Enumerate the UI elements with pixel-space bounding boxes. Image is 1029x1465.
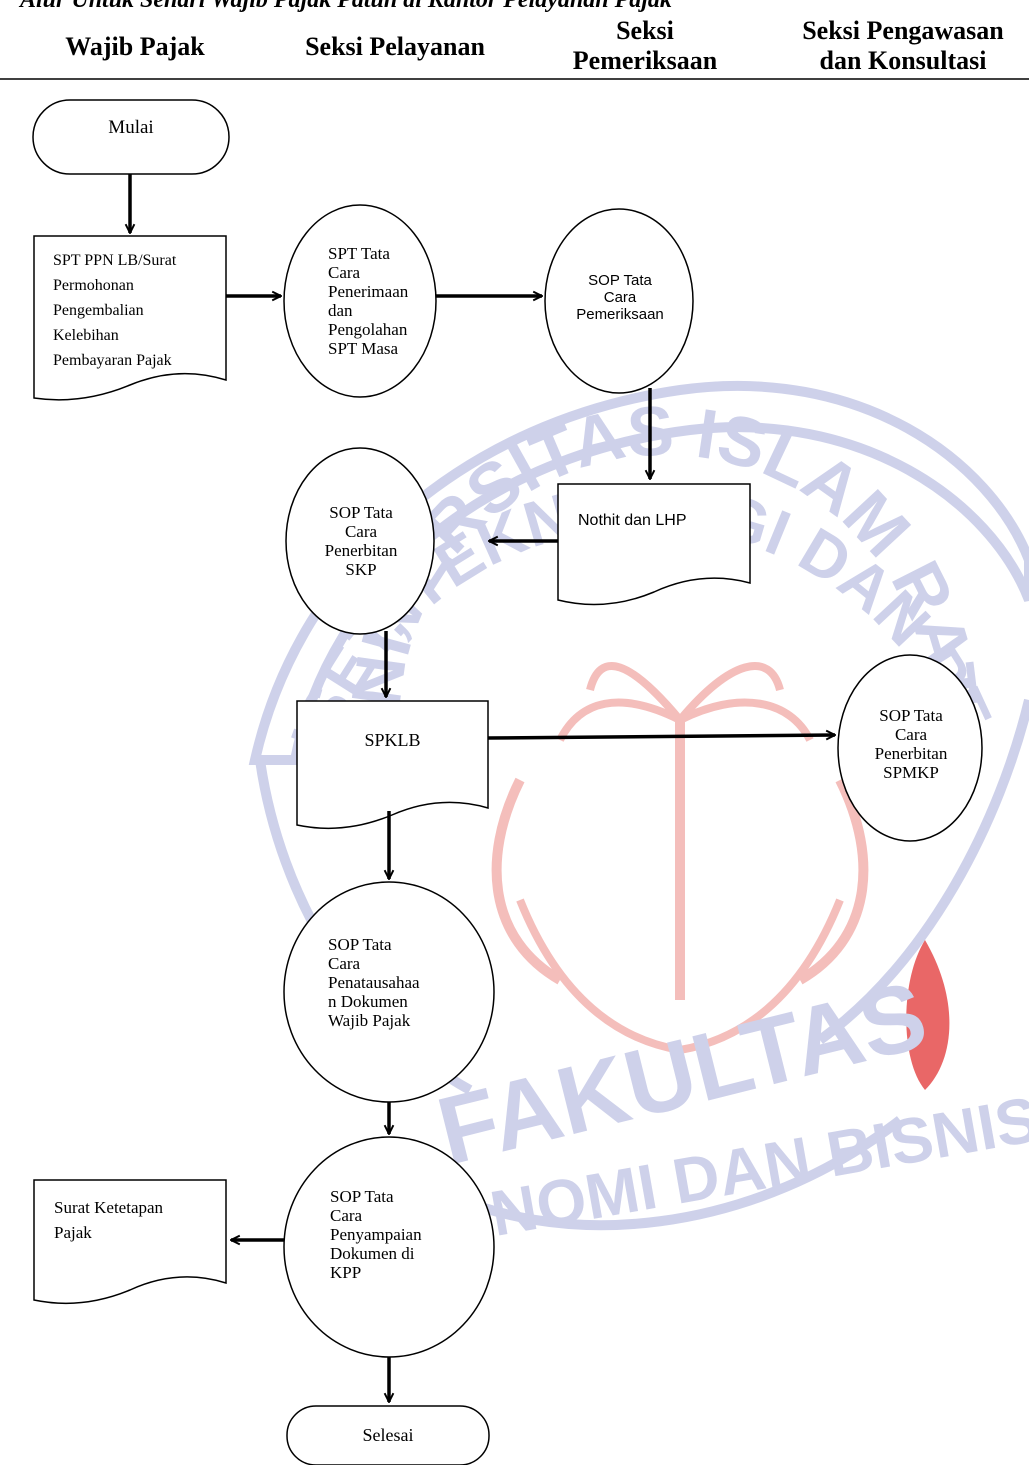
sop-pemeriksaan-label: SOP Tata Cara Pemeriksaan (576, 272, 664, 323)
document-surat-ketetapan (33, 1179, 227, 1305)
palm-tree-emblem (491, 662, 869, 1055)
sop-skp-label: SOP Tata Cara Penerbitan SKP (324, 503, 398, 579)
spt-ppn-label: SPT PPN LB/Surat Permohonan Pengembalian… (53, 252, 177, 369)
circle-sop-skp (285, 447, 435, 635)
spklb-label: SPKLB (364, 730, 421, 750)
university-seal-watermark: KEMENTERIAN RISET, TEKNOLOGI DAN PENDIDI… (0, 0, 1029, 1274)
document-spklb (296, 700, 489, 830)
sop-penatausahaan-label: SOP Tata Cara Penatausahaa n Dokumen Waj… (328, 935, 420, 1030)
circle-sop-spmkp (837, 654, 983, 842)
brand-red-flame-icon (906, 940, 950, 1090)
circle-spt-tata-cara (283, 204, 437, 398)
sop-penyampaian-label: SOP Tata Cara Penyampaian Dokumen di KPP (330, 1187, 422, 1282)
lane-header-wajib-pajak: Wajib Pajak (65, 32, 205, 61)
start-label: Mulai (108, 117, 154, 138)
circle-sop-pemeriksaan (544, 208, 694, 394)
lane-header-seksi-pelayanan: Seksi Pelayanan (305, 32, 485, 61)
nothit-lhp-label: Nothit dan LHP (578, 512, 687, 529)
end-label: Selesai (362, 1425, 414, 1445)
lane-header-seksi-pemeriksaan: Seksi Pemeriksaan (572, 16, 718, 75)
sop-spmkp-label: SOP Tata Cara Penerbitan SPMKP (874, 706, 948, 782)
page-title-cut: Alur Untuk Sehari Wajib Pajak Patuh di K… (20, 0, 672, 13)
surat-ketetapan-label: Surat Ketetapan Pajak (54, 1198, 164, 1242)
document-nothit-lhp (557, 483, 751, 606)
end-terminator (286, 1405, 490, 1465)
lane-header-seksi-pengawasan: Seksi Pengawasan dan Konsultasi (802, 16, 1004, 75)
document-spt-ppn (33, 235, 227, 401)
arrow-spklb-to-sop-spmkp (487, 735, 835, 738)
spt-tata-cara-label: SPT Tata Cara Penerimaan dan Pengolahan … (328, 244, 409, 358)
